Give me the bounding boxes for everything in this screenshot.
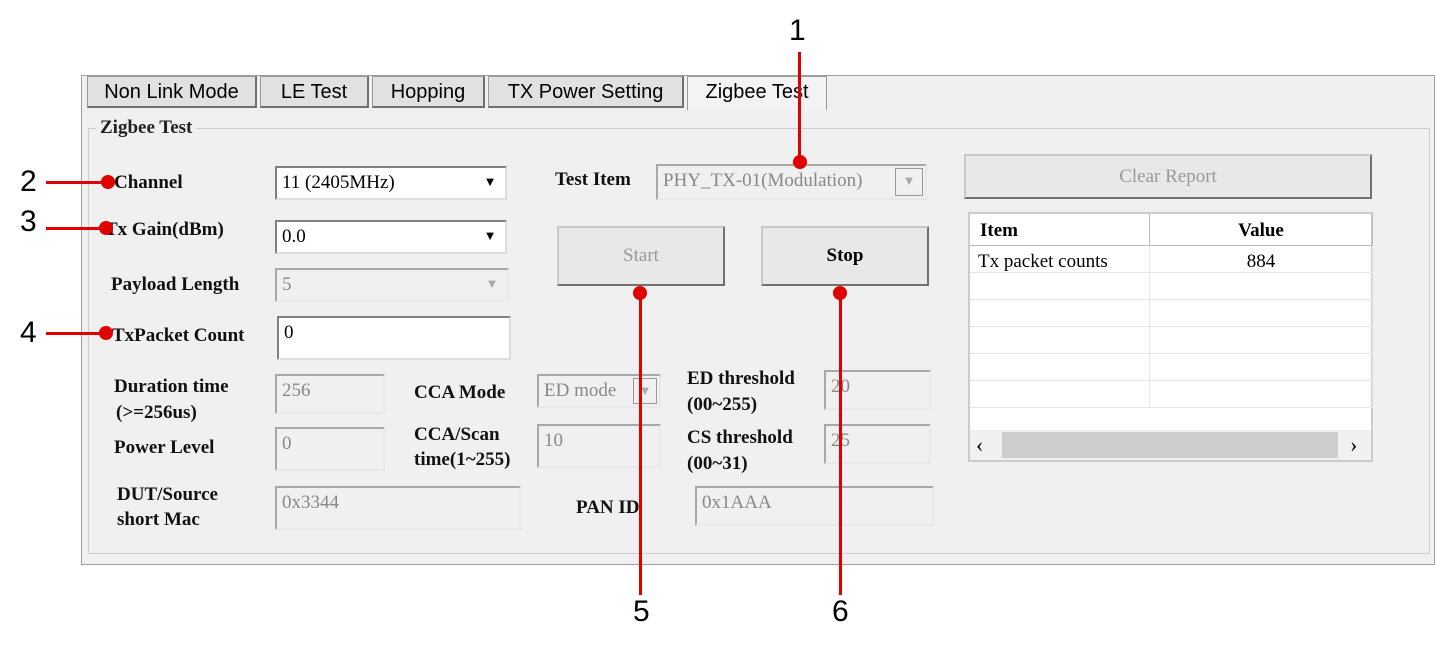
tab-le-test[interactable]: LE Test <box>260 76 369 108</box>
start-button[interactable]: Start <box>557 226 725 286</box>
tx-count-input[interactable]: 0 <box>277 316 511 360</box>
cs-range: (00~31) <box>687 453 748 474</box>
horizontal-scrollbar[interactable]: ‹ › <box>970 430 1371 460</box>
duration-label: Duration time <box>114 376 229 397</box>
callout-dot <box>99 221 113 235</box>
callout-3: 3 <box>20 205 37 238</box>
tab-tx-power-setting[interactable]: TX Power Setting <box>488 76 684 108</box>
callout-1: 1 <box>789 14 806 47</box>
payload-select[interactable]: 5▼ <box>275 268 509 302</box>
callout-line <box>46 332 106 335</box>
table-cell-item: Tx packet counts <box>970 246 1150 273</box>
scroll-left-arrow[interactable]: ‹ <box>976 432 984 457</box>
stop-button[interactable]: Stop <box>761 226 929 286</box>
tab-hopping[interactable]: Hopping <box>372 76 485 108</box>
callout-2: 2 <box>20 165 37 198</box>
chevron-down-icon[interactable]: ▼ <box>477 224 503 250</box>
duration-hint: (>=256us) <box>116 402 197 423</box>
cca-mode-select[interactable]: ED mode ▼ <box>537 374 661 408</box>
channel-value: 11 (2405MHz) <box>282 172 395 193</box>
pan-id-input[interactable]: 0x1AAA <box>695 486 934 526</box>
group-title: Zigbee Test <box>96 117 197 139</box>
callout-line <box>46 181 108 184</box>
callout-line <box>639 293 642 595</box>
tx-gain-label: Tx Gain(dBm) <box>105 219 224 240</box>
cca-scan-input[interactable]: 10 <box>537 424 661 468</box>
tab-non-link-mode[interactable]: Non Link Mode <box>87 76 257 108</box>
clear-report-button[interactable]: Clear Report <box>964 154 1372 199</box>
cca-mode-label: CCA Mode <box>414 382 506 403</box>
callout-line <box>46 227 106 230</box>
tab-zigbee-test[interactable]: Zigbee Test <box>687 76 827 110</box>
table-cell-value: 884 <box>1150 246 1373 273</box>
report-table: Item Value Tx packet counts 884 ‹ › <box>968 212 1373 462</box>
cca-scan-label: CCA/Scan <box>414 424 500 445</box>
duration-input[interactable]: 256 <box>275 374 385 414</box>
chevron-down-icon[interactable]: ▼ <box>477 170 503 196</box>
pan-id-label: PAN ID <box>576 497 640 518</box>
cca-scan-label-2: time(1~255) <box>414 449 511 470</box>
test-item-select[interactable]: PHY_TX-01(Modulation) ▼ <box>656 164 927 200</box>
ed-range: (00~255) <box>687 394 758 415</box>
tx-gain-value: 0.0 <box>282 226 306 247</box>
scrollbar-thumb[interactable] <box>1002 432 1338 458</box>
callout-dot <box>101 175 115 189</box>
power-level-label: Power Level <box>114 437 215 458</box>
callout-dot <box>99 326 113 340</box>
column-header-value[interactable]: Value <box>1150 214 1373 246</box>
callout-4: 4 <box>20 316 37 349</box>
cs-label: CS threshold <box>687 427 793 448</box>
cca-mode-value: ED mode <box>544 380 617 401</box>
chevron-down-icon: ▼ <box>895 168 923 196</box>
callout-5: 5 <box>633 595 650 628</box>
payload-value: 5 <box>282 274 292 295</box>
tx-count-label: TxPacket Count <box>112 325 245 346</box>
zigbee-group <box>88 128 1430 554</box>
payload-label: Payload Length <box>111 274 240 295</box>
channel-select[interactable]: 11 (2405MHz) ▼ <box>275 166 507 200</box>
dut-mac-input[interactable]: 0x3344 <box>275 486 521 530</box>
callout-6: 6 <box>832 595 849 628</box>
ed-label: ED threshold <box>687 368 795 389</box>
chevron-down-icon: ▼ <box>633 378 657 404</box>
chevron-down-icon: ▼ <box>479 272 505 298</box>
callout-dot <box>793 155 807 169</box>
power-level-input[interactable]: 0 <box>275 427 385 471</box>
test-item-label: Test Item <box>555 169 631 190</box>
column-header-item[interactable]: Item <box>970 214 1150 246</box>
callout-line <box>798 52 801 160</box>
test-item-value: PHY_TX-01(Modulation) <box>663 170 863 191</box>
dut-label: DUT/Source <box>117 484 218 505</box>
dut-label-2: short Mac <box>117 509 200 530</box>
channel-label: Channel <box>114 172 183 193</box>
callout-line <box>839 293 842 595</box>
scroll-right-arrow[interactable]: › <box>1350 432 1358 457</box>
tx-gain-select[interactable]: 0.0 ▼ <box>275 220 507 254</box>
